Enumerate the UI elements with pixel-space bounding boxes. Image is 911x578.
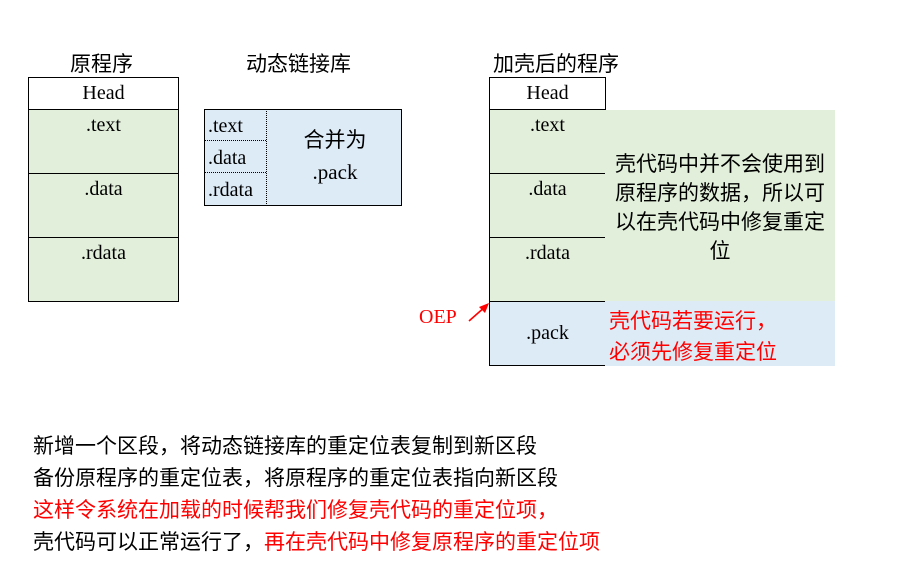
- description-line4: 壳代码可以正常运行了，再在壳代码中修复原程序的重定位项: [33, 529, 600, 555]
- merge-label-line1: 合并为: [303, 128, 367, 152]
- original-program-title: 原程序: [70, 52, 133, 76]
- section-text: .text: [28, 109, 179, 174]
- pack-note-box: 壳代码若要运行， 必须先修复重定位: [605, 301, 835, 366]
- packed-program-title: 加壳后的程序: [493, 52, 619, 76]
- packed-section-text: .text: [489, 109, 606, 174]
- description-line4-black: 壳代码可以正常运行了，: [33, 530, 264, 554]
- dll-section-text: .text: [204, 109, 266, 141]
- description-line2: 备份原程序的重定位表，将原程序的重定位表指向新区段: [33, 466, 558, 490]
- packed-section-data: .data: [489, 173, 606, 238]
- pack-note-line1: 壳代码若要运行，: [609, 309, 777, 333]
- description-line1: 新增一个区段，将动态链接库的重定位表复制到新区段: [33, 434, 537, 458]
- dll-title: 动态链接库: [246, 52, 351, 76]
- dll-section-data: .data: [204, 141, 266, 173]
- section-data: .data: [28, 173, 179, 238]
- description-line3: 这样令系统在加载的时候帮我们修复壳代码的重定位项，: [33, 498, 558, 522]
- pack-note-line2: 必须先修复重定位: [609, 340, 777, 364]
- packed-section-head: Head: [489, 77, 606, 110]
- packed-section-rdata: .rdata: [489, 237, 606, 302]
- packed-section-pack: .pack: [489, 301, 606, 366]
- dll-section-rdata: .rdata: [208, 179, 253, 201]
- dll-section-column: .text .data .rdata: [204, 109, 267, 206]
- description-line4-red: 再在壳代码中修复原程序的重定位项: [264, 530, 600, 554]
- section-rdata: .rdata: [28, 237, 179, 302]
- oep-label: OEP: [419, 306, 457, 328]
- section-head: Head: [28, 77, 179, 110]
- dll-outer-box: [204, 109, 402, 206]
- merge-label-line2: .pack: [312, 160, 358, 184]
- shell-code-note: 壳代码中并不会使用到原程序的数据，所以可以在壳代码中修复重定位: [605, 110, 835, 301]
- oep-arrow-icon: [468, 303, 489, 322]
